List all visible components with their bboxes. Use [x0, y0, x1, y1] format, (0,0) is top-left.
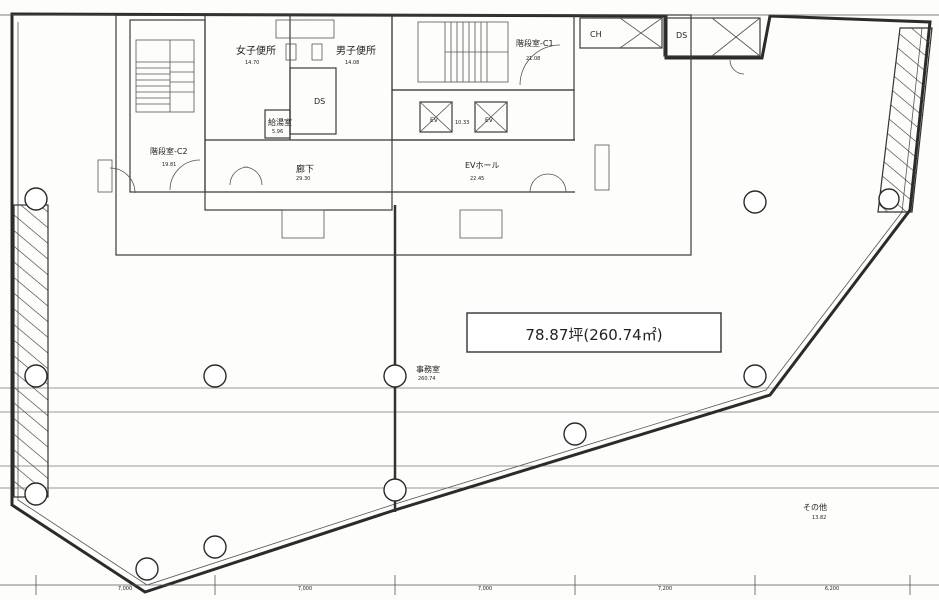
door-arc: [729, 59, 745, 75]
inner-outline: [17, 22, 923, 586]
floor-area-label: 78.87坪(260.74㎡): [525, 326, 662, 344]
side-door: [594, 144, 610, 191]
hatched-wall-right: [877, 27, 933, 213]
ev-a-label: EV: [430, 117, 439, 124]
ev-area-label: 10.33: [455, 120, 469, 126]
ds-label-mid: DS: [314, 97, 325, 106]
column: [24, 364, 48, 388]
toilet-fixture: [285, 43, 297, 61]
hot-water-room-area: 5.96: [272, 129, 283, 135]
core-outline: [115, 14, 692, 256]
stair-c1-label: 階段室-C1: [516, 38, 554, 48]
door-arc: [169, 159, 201, 191]
stair-c2-flight: [135, 39, 195, 113]
column: [743, 190, 767, 214]
door-arc: [243, 166, 263, 186]
corridor-area: 29.30: [296, 176, 310, 182]
column: [383, 364, 407, 388]
other-label: その他: [803, 502, 827, 512]
dimension-label: 7,000: [478, 586, 492, 592]
floor-area-box: [466, 312, 722, 353]
ev-b-shaft: [474, 101, 508, 133]
ev-a-shaft: [419, 101, 453, 133]
column: [563, 422, 587, 446]
side-door: [97, 159, 113, 193]
vestibule-left: [281, 209, 325, 239]
dimension-label: 6,200: [825, 586, 839, 592]
door-arc: [519, 44, 561, 86]
washbasin: [275, 19, 335, 39]
ev-hall-label: EVホール: [465, 161, 500, 170]
ev-shaft-area: [391, 89, 575, 141]
outer-wall: [10, 12, 932, 594]
office-area: 260.74: [418, 376, 436, 382]
column: [878, 188, 900, 210]
dimension-label: 7,000: [298, 586, 312, 592]
mens-restroom-area: 14.08: [345, 60, 359, 66]
corridor-label: 廊下: [296, 163, 314, 175]
door-arc: [529, 173, 549, 193]
door-arc: [229, 166, 249, 186]
stair-c2-label: 階段室-C2: [150, 146, 188, 156]
ds-right-label: DS: [676, 31, 687, 40]
stair-c2-treads: [136, 40, 194, 112]
ch-shaft: [579, 17, 663, 49]
column: [383, 478, 407, 502]
stair-c1-treads: [444, 22, 508, 82]
hot-water-room: [264, 109, 291, 139]
column: [743, 364, 767, 388]
column: [203, 364, 227, 388]
ds-shaft-mid: [289, 67, 337, 135]
hatched-wall-left: [13, 204, 49, 498]
column: [24, 187, 48, 211]
dimension-label: 7,000: [118, 586, 132, 592]
door-arc: [109, 167, 136, 194]
other-area: 13.82: [812, 515, 826, 521]
ch-label: CH: [590, 30, 602, 39]
womens-restroom-area: 14.70: [245, 60, 259, 66]
dimension-label: 7,200: [658, 586, 672, 592]
column: [24, 482, 48, 506]
vestibule-right: [459, 209, 503, 239]
stair-c2-area: 19.81: [162, 162, 176, 168]
hot-water-room-label: 給湯室: [268, 117, 292, 127]
ev-hall-area: 22.45: [470, 176, 484, 182]
mens-restroom-label: 男子便所: [336, 44, 376, 57]
ev-b-label: EV: [485, 117, 494, 124]
column: [203, 535, 227, 559]
column: [135, 557, 159, 581]
womens-restroom-label: 女子便所: [236, 44, 276, 57]
door-arc: [547, 173, 567, 193]
toilet-fixture: [311, 43, 323, 61]
office-label: 事務室: [416, 364, 440, 374]
stair-c1-area: 21.08: [526, 56, 540, 62]
stair-c1-room: [391, 14, 575, 91]
